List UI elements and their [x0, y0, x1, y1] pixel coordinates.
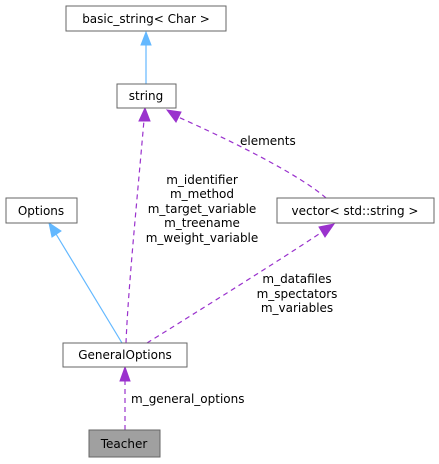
node-string[interactable]: string	[116, 83, 177, 109]
edge-label-m-variables: m_variables	[261, 301, 333, 315]
edge-string-basic-string	[140, 30, 152, 84]
node-vector[interactable]: vector< std::string >	[276, 197, 435, 224]
edge-label-elements: elements	[240, 134, 296, 148]
node-label-basic-string: basic_string< Char >	[82, 12, 210, 26]
edge-label-m-target-variable: m_target_variable	[148, 202, 257, 216]
edge-general-options-options	[48, 221, 123, 344]
edge-label-m-identifier: m_identifier	[166, 173, 238, 187]
edge-label-string-members: m_identifier m_method m_target_variable …	[146, 173, 259, 245]
edge-general-options-vector	[146, 223, 336, 344]
edge-label-m-treename: m_treename	[164, 216, 240, 230]
edge-label-vector-members: m_datafiles m_spectators m_variables	[257, 272, 338, 315]
node-label-options: Options	[18, 204, 64, 218]
edge-label-m-spectators: m_spectators	[257, 287, 338, 301]
edge-label-m-general-options: m_general_options	[131, 392, 245, 406]
edge-label-m-datafiles: m_datafiles	[262, 272, 331, 286]
edge-label-m-method: m_method	[170, 187, 234, 201]
edge-label-m-weight-variable: m_weight_variable	[146, 231, 259, 245]
node-label-string: string	[129, 89, 163, 103]
node-general-options[interactable]: GeneralOptions	[62, 342, 188, 368]
node-label-general-options: GeneralOptions	[78, 348, 172, 362]
edge-general-options-string	[125, 106, 151, 344]
node-teacher[interactable]: Teacher	[88, 429, 161, 458]
node-label-vector: vector< std::string >	[292, 204, 419, 218]
node-label-teacher: Teacher	[100, 437, 148, 451]
edge-teacher-general-options	[119, 365, 131, 430]
edge-vector-string	[165, 109, 327, 199]
node-basic-string[interactable]: basic_string< Char >	[65, 5, 227, 32]
node-options[interactable]: Options	[5, 197, 78, 224]
